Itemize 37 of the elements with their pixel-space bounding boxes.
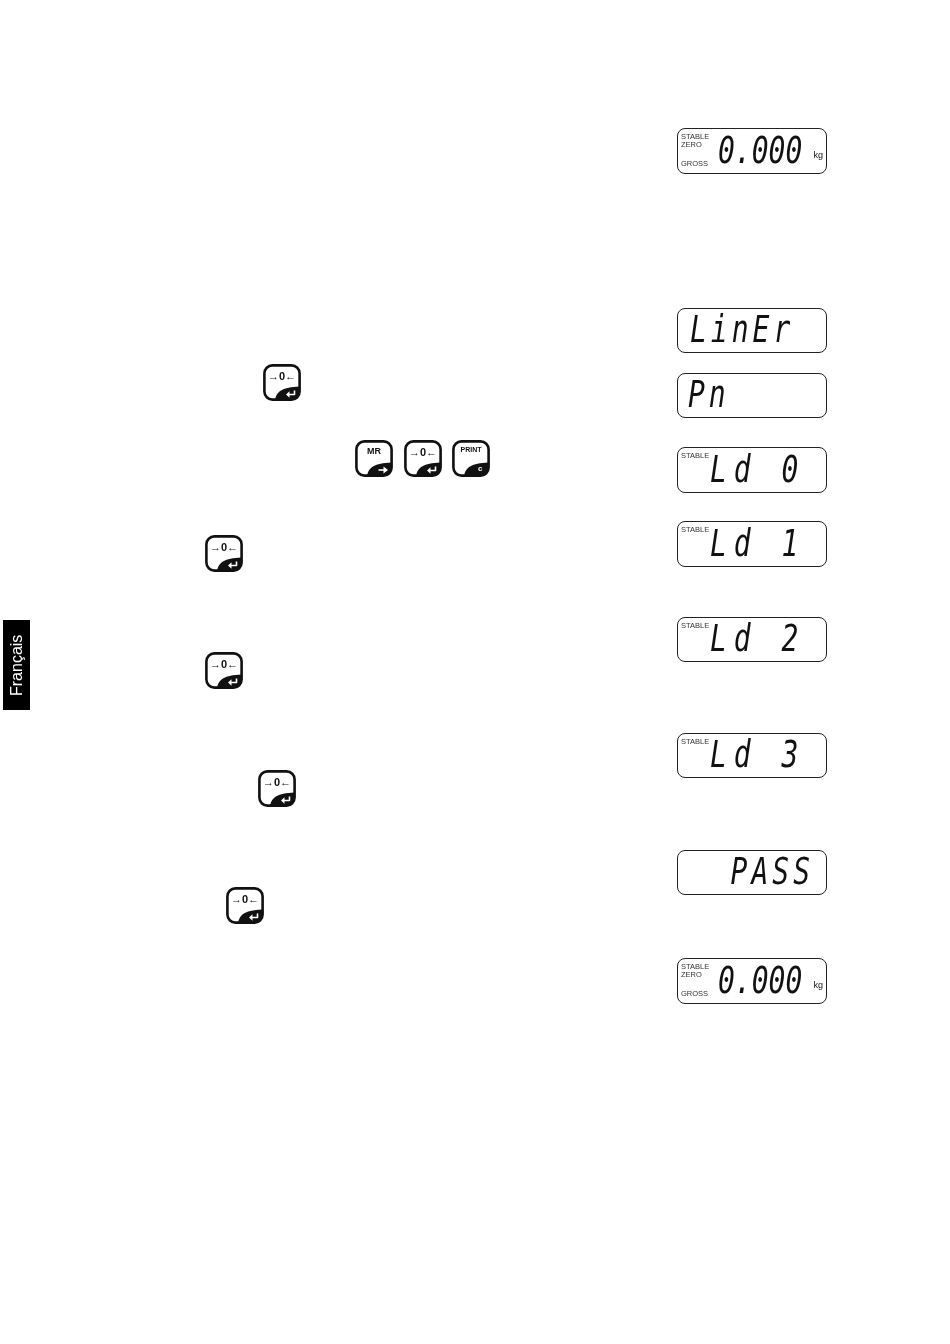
display-reading: 0.000 [718,964,803,997]
display-reading: Pn [688,379,730,411]
display-reading: Ld 0 [710,453,806,486]
lcd-display [677,373,827,418]
unit-label: kg [813,151,823,160]
lcd-display [677,308,827,353]
key-label: →0← [407,446,439,458]
display-reading: LinEr [690,314,795,346]
key-label: →0← [261,776,293,788]
keypad-key [355,440,393,477]
display-reading: PASS [730,856,814,888]
display-reading: 0.000 [718,134,803,167]
keypad-key [226,887,264,924]
display-reading: Ld 3 [710,739,806,771]
key-label: MR [366,446,382,456]
lcd-display [677,617,827,662]
keypad-key [205,535,243,572]
lcd-display [677,447,827,493]
keypad-key [452,440,490,477]
lcd-display [677,521,827,567]
unit-label: kg [813,981,823,990]
key-label: →0← [208,658,240,670]
key-label: c [478,465,483,473]
keypad-key [404,440,442,477]
display-reading: Ld 1 [710,527,806,560]
lcd-display [677,128,827,174]
lcd-display [677,733,827,778]
keypad-key [205,652,243,689]
lcd-display [677,850,827,895]
language-tab: Français [3,620,30,710]
key-label: →0← [229,893,261,905]
key-label: →0← [208,541,240,553]
keypad-key [263,364,301,401]
display-reading: Ld 2 [710,623,806,655]
lcd-display [677,958,827,1004]
keypad-key [258,770,296,807]
key-label: →0← [266,370,298,382]
